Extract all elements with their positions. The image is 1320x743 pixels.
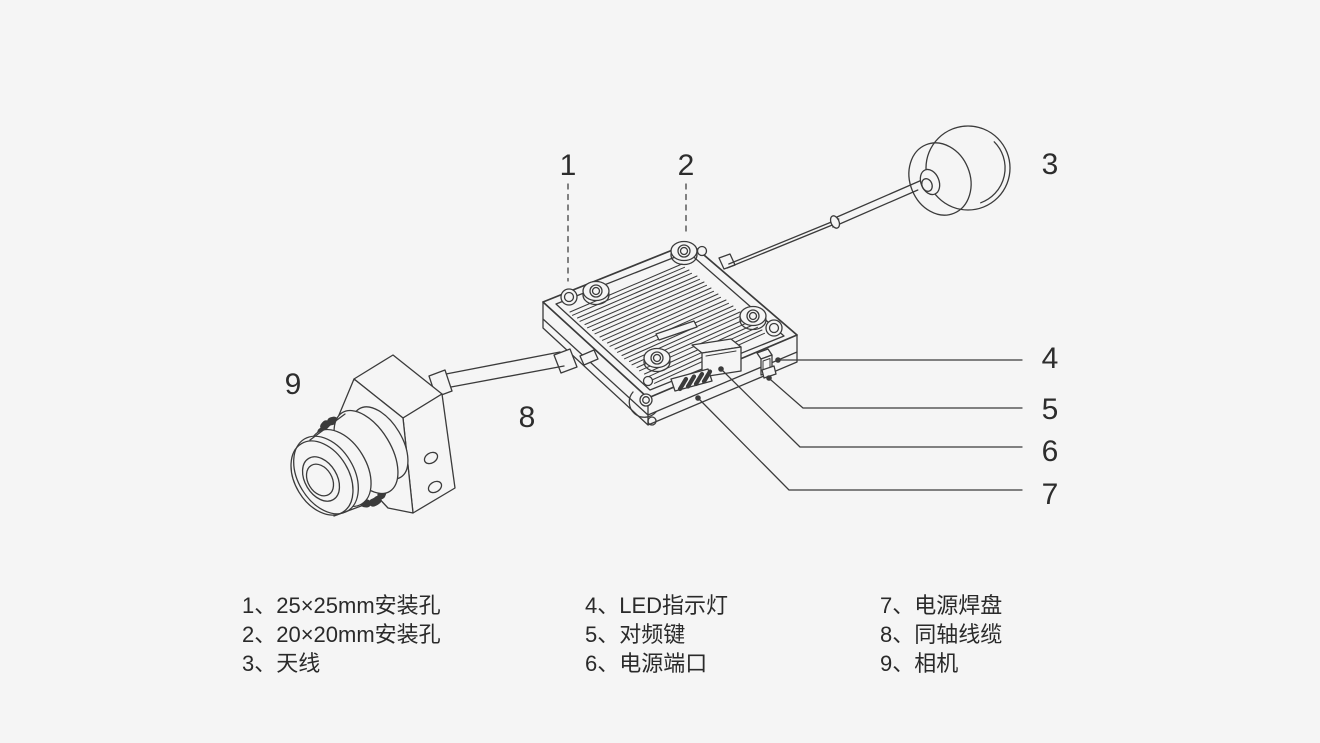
callout-number-7: 7 — [1042, 478, 1059, 511]
legend-column-2: 4、LED指示灯 5、对频键 6、电源端口 — [585, 591, 728, 678]
bind-button — [761, 365, 777, 379]
antenna-cap — [908, 125, 1011, 216]
corner-hole-right — [765, 319, 783, 337]
antenna-coax — [726, 218, 840, 269]
leader-dot-6 — [718, 366, 724, 372]
legend-column-3: 7、电源焊盘 8、同轴线缆 9、相机 — [880, 591, 1002, 678]
vtx-board — [542, 240, 798, 426]
callout-leader-lines — [567, 183, 1023, 491]
callout-number-9: 9 — [285, 368, 302, 401]
corner-hole-left — [560, 288, 578, 306]
edge-slot — [655, 320, 698, 341]
callout-number-1: 1 — [560, 149, 577, 182]
leader-dot-4 — [775, 357, 781, 363]
camera — [290, 354, 456, 517]
corner-hole-top — [696, 245, 708, 257]
corner-hole-bottom — [628, 375, 657, 426]
antenna-feed-nub — [718, 253, 736, 270]
standoff-left — [582, 280, 610, 306]
callout-number-2: 2 — [678, 149, 695, 182]
callout-number-3: 3 — [1042, 148, 1059, 181]
antenna-stem — [829, 179, 923, 229]
leader-dot-7 — [695, 395, 701, 401]
callout-number-5: 5 — [1042, 393, 1059, 426]
standoff-right — [739, 305, 767, 331]
mounting-holes-25mm — [560, 245, 783, 426]
legend-item-3: 3、天线 — [242, 651, 321, 676]
leader-7 — [699, 399, 1023, 491]
callout-number-4: 4 — [1042, 342, 1059, 375]
legend-item-4: 4、LED指示灯 — [585, 593, 729, 618]
legend-item-7: 7、电源焊盘 — [880, 593, 1003, 618]
legend-item-9: 9、相机 — [880, 651, 959, 676]
standoff-bottom — [643, 347, 671, 373]
leader-dot-5 — [766, 375, 772, 381]
callout-number-6: 6 — [1042, 435, 1059, 468]
legend-column-1: 1、25×25mm安装孔 2、20×20mm安装孔 3、天线 — [242, 591, 441, 678]
cable-lines — [445, 351, 565, 388]
edge-connector-tab — [579, 349, 599, 366]
standoff-top — [670, 240, 698, 266]
legend-item-2: 2、20×20mm安装孔 — [242, 622, 441, 647]
legend-item-6: 6、电源端口 — [585, 651, 708, 676]
power-solder-pads — [670, 368, 713, 392]
legend-item-1: 1、25×25mm安装孔 — [242, 593, 441, 618]
antenna — [718, 125, 1011, 270]
power-port — [691, 338, 742, 378]
camera-lens — [290, 406, 409, 517]
callout-number-8: 8 — [519, 401, 536, 434]
legend-item-8: 8、同轴线缆 — [880, 622, 1003, 647]
coaxial-cable — [428, 348, 578, 398]
leader-5 — [770, 379, 1023, 409]
mounting-standoffs-20mm — [582, 240, 767, 373]
leader-6 — [722, 370, 1023, 448]
legend-item-5: 5、对频键 — [585, 622, 686, 647]
